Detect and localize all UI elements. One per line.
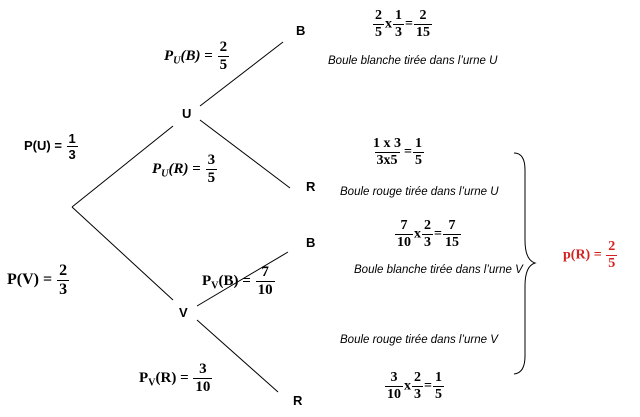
prob-v: P(V) = 2 3 bbox=[7, 263, 70, 298]
prob-u-fraction: 1 3 bbox=[66, 131, 78, 162]
prob-v-r-eq: = bbox=[180, 369, 189, 386]
prob-u-r-fraction: 3 5 bbox=[205, 152, 218, 186]
branch-v-b bbox=[196, 251, 289, 307]
r3-c-num: 7 bbox=[448, 218, 456, 233]
right-curly-brace bbox=[513, 152, 537, 375]
prob-u-r-p: P bbox=[152, 160, 162, 177]
prob-u-b-p: P bbox=[164, 47, 174, 64]
total-prob-r: p(R) = 2 5 bbox=[563, 240, 618, 271]
r4-c-num: 1 bbox=[434, 370, 442, 385]
r3-op: x bbox=[414, 226, 421, 242]
prob-u-num: 1 bbox=[68, 131, 76, 146]
r2-eq: = bbox=[404, 144, 412, 160]
prob-u-r-den: 5 bbox=[205, 169, 218, 186]
prob-v-r-fraction: 3 10 bbox=[193, 361, 213, 395]
prob-v-num: 2 bbox=[59, 262, 68, 279]
total-num: 2 bbox=[608, 239, 616, 254]
prob-u-b-num: 2 bbox=[219, 39, 228, 55]
node-r-u: R bbox=[306, 179, 316, 194]
prob-v-r-p: P bbox=[139, 369, 149, 386]
r1-op: x bbox=[385, 16, 392, 32]
r3-b-den: 3 bbox=[422, 234, 433, 250]
node-b-u: B bbox=[296, 23, 306, 38]
prob-v-b-sub: V bbox=[211, 280, 219, 292]
branch-u-r bbox=[199, 119, 291, 189]
branch-root-v bbox=[71, 206, 174, 301]
branch-u-b bbox=[199, 41, 284, 107]
r3-eq: = bbox=[434, 226, 442, 242]
r1-c-num: 2 bbox=[419, 8, 427, 23]
r4-a-num: 3 bbox=[390, 370, 398, 385]
prob-u-b: PU(B) = 2 5 bbox=[164, 40, 230, 73]
prob-v-b-arg: (B) bbox=[218, 272, 239, 289]
prob-v-fraction: 2 3 bbox=[57, 262, 70, 298]
prob-u-r-sub: U bbox=[161, 168, 169, 180]
node-b-v: B bbox=[306, 235, 316, 250]
prob-v-b-eq: = bbox=[242, 272, 251, 289]
prob-u-r-arg: (R) bbox=[168, 160, 189, 177]
r4-c-den: 5 bbox=[432, 386, 444, 402]
total-lhs: p(R) = bbox=[563, 247, 602, 263]
prob-u-b-arg: (B) bbox=[180, 47, 201, 64]
prob-u-den: 3 bbox=[66, 146, 78, 162]
r4-op: x bbox=[404, 378, 411, 394]
result-3-caption: Boule blanche tirée dans l’urne V bbox=[354, 264, 523, 276]
prob-u-r-num: 3 bbox=[207, 152, 216, 168]
r1-a-den: 5 bbox=[373, 24, 384, 40]
prob-u-b-fraction: 2 5 bbox=[217, 39, 230, 73]
prob-v-r-sub: V bbox=[148, 377, 156, 389]
branch-v-r bbox=[196, 319, 279, 393]
node-u: U bbox=[182, 106, 192, 121]
prob-v-r-den: 10 bbox=[193, 378, 213, 395]
node-r-v: R bbox=[293, 393, 303, 408]
prob-v-r-num: 3 bbox=[199, 361, 207, 377]
r4-eq: = bbox=[424, 378, 432, 394]
r4-b-num: 2 bbox=[414, 370, 421, 385]
prob-v-b-fraction: 7 10 bbox=[255, 264, 275, 298]
r3-a-den: 10 bbox=[395, 234, 413, 250]
r1-b-den: 3 bbox=[393, 24, 404, 40]
result-4-caption: Boule rouge tirée dans l’urne V bbox=[340, 334, 498, 346]
prob-u-b-eq: = bbox=[204, 47, 213, 64]
r2-c-num: 1 bbox=[414, 136, 422, 151]
r2-a-den: 3x5 bbox=[374, 152, 400, 168]
r3-b-num: 2 bbox=[424, 218, 431, 233]
r3-c-den: 15 bbox=[442, 234, 461, 250]
r2-a-num: 1 x 3 bbox=[373, 136, 401, 151]
prob-v-b-p: P bbox=[202, 272, 212, 289]
prob-v-b-den: 10 bbox=[255, 281, 275, 298]
r2-c-den: 5 bbox=[412, 152, 424, 168]
prob-u-b-den: 5 bbox=[217, 56, 230, 73]
branch-root-u bbox=[71, 125, 174, 208]
r1-a-num: 2 bbox=[375, 8, 382, 23]
prob-u-b-sub: U bbox=[173, 55, 181, 67]
prob-v-den: 3 bbox=[57, 280, 70, 298]
prob-v-r: PV(R) = 3 10 bbox=[139, 362, 213, 395]
prob-v-r-arg: (R) bbox=[155, 369, 177, 386]
result-1-caption: Boule blanche tirée dans l’urne U bbox=[328, 55, 498, 67]
prob-v-b: PV(B) = 7 10 bbox=[202, 265, 276, 298]
result-2-caption: Boule rouge tirée dans l’urne U bbox=[340, 186, 499, 198]
r1-c-den: 15 bbox=[413, 24, 432, 40]
prob-u-r-eq: = bbox=[192, 160, 201, 177]
r1-eq: = bbox=[405, 16, 413, 32]
prob-u: P(U) = 1 3 bbox=[24, 132, 79, 161]
total-den: 5 bbox=[606, 255, 618, 271]
prob-u-lhs: P(U) = bbox=[24, 137, 62, 153]
r4-b-den: 3 bbox=[412, 386, 423, 402]
r4-a-den: 10 bbox=[385, 386, 403, 402]
node-v: V bbox=[179, 305, 188, 320]
prob-v-b-num: 7 bbox=[261, 264, 269, 280]
total-fraction: 2 5 bbox=[606, 239, 618, 271]
r3-a-num: 7 bbox=[400, 218, 408, 233]
prob-u-r: PU(R) = 3 5 bbox=[152, 153, 218, 186]
prob-v-lhs: P(V) = bbox=[7, 271, 53, 289]
r1-b-num: 1 bbox=[395, 8, 402, 23]
